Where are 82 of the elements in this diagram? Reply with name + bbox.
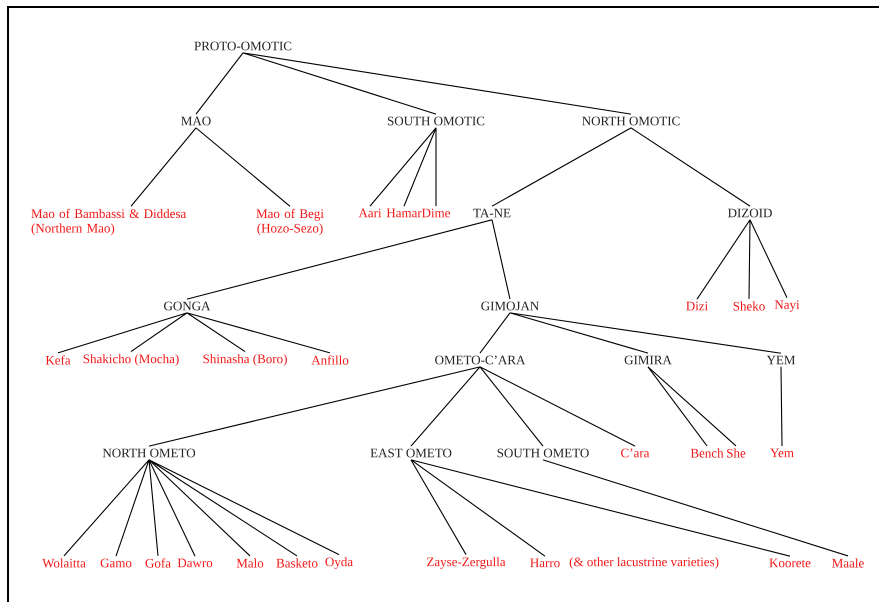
branch-line (148, 459, 340, 556)
group-label: NORTH OMOTIC (582, 116, 680, 126)
branch-line (492, 127, 632, 207)
branch-line (750, 220, 788, 298)
language-label: Dime (422, 208, 450, 218)
branch-line (58, 312, 188, 354)
branch-line (780, 366, 783, 446)
branch-line (196, 52, 244, 114)
branch-line (410, 366, 480, 446)
language-label: Kefa (46, 355, 70, 365)
group-label: EAST OMETO (370, 448, 452, 458)
group-label: MAO (181, 116, 211, 126)
branch-line (630, 127, 750, 207)
language-label: Harro (530, 558, 560, 568)
language-label: She (727, 448, 746, 458)
branch-line (148, 366, 480, 447)
language-label: Nayi (774, 300, 800, 312)
language-label: Aari (358, 208, 382, 218)
branch-line (115, 460, 150, 556)
branch-line (404, 128, 436, 206)
language-label: Shakicho (Mocha) (84, 354, 179, 366)
branch-line (242, 52, 436, 115)
branch-line (510, 312, 782, 354)
language-label: Mao of Bambassi & Diddesa (Northern Mao) (31, 208, 186, 236)
branch-line (648, 366, 708, 446)
language-label: Dizi (686, 302, 708, 310)
group-label: NORTH OMETO (102, 448, 196, 458)
branch-line (148, 460, 196, 556)
language-label: Oyda (325, 557, 353, 569)
branch-line (130, 312, 188, 352)
branch-line (186, 312, 246, 352)
branch-line (148, 459, 250, 556)
language-label: Bench (690, 448, 724, 458)
branch-line (480, 312, 510, 354)
branch-line (370, 128, 436, 206)
branch-line (410, 460, 466, 555)
branch-line (491, 220, 511, 300)
group-label: DIZOID (728, 208, 772, 218)
group-label: OMETO-C’ARA (435, 356, 526, 364)
branch-line (196, 127, 290, 207)
language-label: Hamar (386, 208, 422, 218)
branch-line (130, 128, 196, 207)
note: (& other lacustrine varieties) (570, 557, 718, 569)
branch-line (186, 312, 330, 354)
language-label: Sheko (734, 301, 765, 311)
branch-line (148, 459, 298, 556)
group-label: GIMIRA (624, 356, 672, 364)
language-label: Shinasha (Boro) (203, 354, 287, 366)
language-label: Malo (236, 558, 264, 568)
language-label: Mao of Begi (Hozo-Sezo) (256, 208, 324, 236)
group-label: YEM (766, 356, 796, 364)
language-label: Gamo (100, 558, 132, 568)
group-label: SOUTH OMOTIC (388, 116, 484, 126)
branch-line (748, 220, 751, 299)
language-label: Zayse-Zergulla (427, 557, 506, 569)
group-label: PROTO-OMOTIC (194, 42, 292, 50)
language-label: Dawro (178, 558, 212, 568)
group-label: GONGA (164, 302, 210, 310)
language-label: Anfillo (311, 355, 348, 365)
branch-line (480, 366, 636, 447)
branch-line (186, 219, 492, 300)
language-label: Koorete (769, 558, 810, 568)
branch-line (510, 312, 648, 354)
language-label: Gofa (146, 558, 171, 568)
group-label: GIMOJAN (481, 302, 539, 310)
branch-line (542, 459, 848, 556)
language-label: Wolaitta (42, 558, 86, 568)
branch-line (242, 52, 632, 115)
branch-line (410, 459, 790, 557)
branch-line (648, 366, 736, 446)
language-label: Basketo (276, 558, 318, 568)
branch-line (410, 459, 546, 557)
group-label: SOUTH OMETO (498, 448, 589, 458)
branch-line (435, 128, 437, 206)
group-label: TA-NE (473, 208, 510, 218)
language-label: Yem (770, 448, 794, 458)
branch-line (480, 366, 544, 446)
branch-line (64, 460, 150, 556)
language-label: Maale (832, 558, 864, 568)
branch-line (148, 460, 159, 556)
language-label: C’ara (621, 448, 650, 458)
branch-line (696, 220, 750, 300)
